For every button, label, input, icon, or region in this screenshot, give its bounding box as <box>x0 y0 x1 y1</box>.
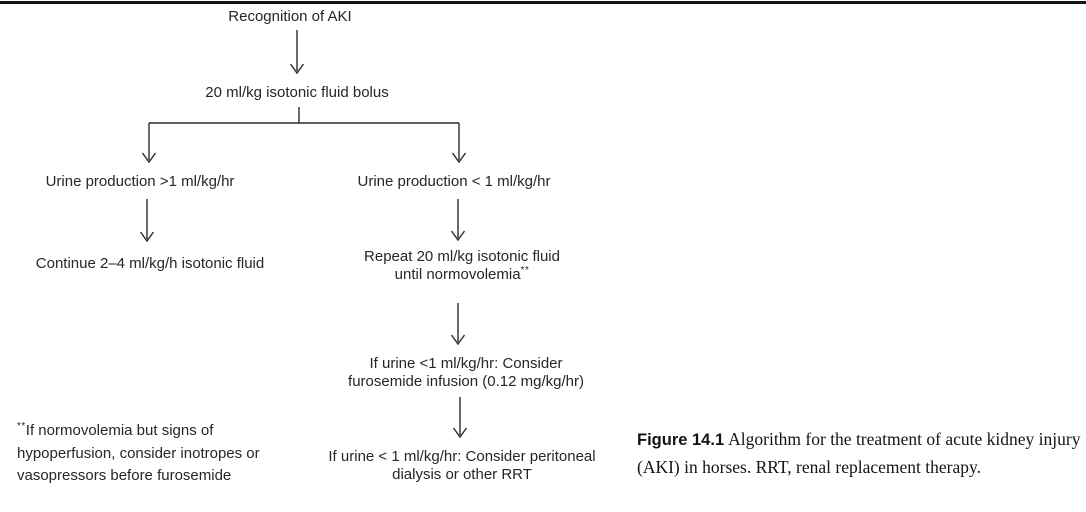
node-fluid-bolus-label: 20 ml/kg isotonic fluid bolus <box>205 84 389 101</box>
footnote-line1-text: If normovolemia but signs of <box>25 422 214 439</box>
footnote-line1: **If normovolemia but signs of <box>17 420 260 443</box>
arrowhead-urinegt-continue <box>139 231 155 243</box>
arrowhead-repeat-furosemide <box>450 334 466 346</box>
node-dialysis: If urine < 1 ml/kg/hr: Consider peritone… <box>328 448 595 484</box>
node-recognition: Recognition of AKI <box>228 8 351 26</box>
node-furosemide-line2: furosemide infusion (0.12 mg/kg/hr) <box>348 373 584 390</box>
node-dialysis-line1: If urine < 1 ml/kg/hr: Consider peritone… <box>328 448 596 465</box>
node-repeat-bolus: Repeat 20 ml/kg isotonic fluid until nor… <box>364 248 560 284</box>
arrowhead-recognition-bolus <box>289 63 305 75</box>
node-continue-fluid: Continue 2–4 ml/kg/h isotonic fluid <box>36 255 264 273</box>
footnote-marker-sup: ** <box>520 265 530 276</box>
arrowhead-furosemide-dialysis <box>452 427 468 439</box>
node-furosemide-line1: If urine <1 ml/kg/hr: Consider <box>369 355 563 372</box>
arrowhead-branch-right <box>451 152 467 164</box>
figure-caption-text: Algorithm for the treatment of acute kid… <box>637 429 1081 477</box>
node-continue-fluid-label: Continue 2–4 ml/kg/h isotonic fluid <box>35 255 265 272</box>
footnote-line3: vasopressors before furosemide <box>17 467 232 484</box>
arrowhead-branch-left <box>141 152 157 164</box>
node-repeat-bolus-line2-text: until normovolemia <box>394 266 521 283</box>
page-top-rule <box>0 1 1086 4</box>
node-recognition-label: Recognition of AKI <box>228 8 352 25</box>
node-urine-gt-label: Urine production >1 ml/kg/hr <box>45 173 235 190</box>
node-dialysis-line2: dialysis or other RRT <box>392 466 532 483</box>
node-fluid-bolus: 20 ml/kg isotonic fluid bolus <box>205 84 388 102</box>
node-urine-gt: Urine production >1 ml/kg/hr <box>46 173 235 191</box>
node-urine-lt: Urine production < 1 ml/kg/hr <box>357 173 550 191</box>
arrowhead-urinelt-repeat <box>450 230 466 242</box>
footnote-line2: hypoperfusion, consider inotropes or <box>17 444 260 462</box>
node-furosemide: If urine <1 ml/kg/hr: Consider furosemid… <box>348 355 584 391</box>
footnote: **If normovolemia but signs of hypoperfu… <box>17 420 260 488</box>
node-repeat-bolus-line1: Repeat 20 ml/kg isotonic fluid <box>364 248 560 265</box>
figure-caption-label: Figure 14.1 <box>637 431 725 449</box>
node-urine-lt-label: Urine production < 1 ml/kg/hr <box>357 173 551 190</box>
node-repeat-bolus-line2: until normovolemia** <box>364 266 560 284</box>
footnote-marker: ** <box>17 421 26 432</box>
